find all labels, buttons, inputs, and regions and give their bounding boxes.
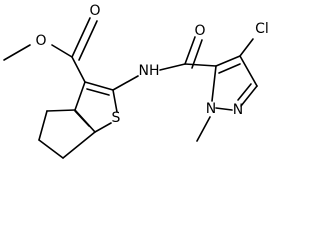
bond-c4-c3 — [239, 55, 258, 87]
atom-pyrazole-n2: N — [233, 102, 243, 118]
bond-c3a-c3 — [74, 81, 86, 111]
bond-c5-c4 — [215, 55, 241, 67]
bond-n2-n1 — [215, 107, 233, 111]
atom-labels: O O S NH O Cl N N — [35, 3, 268, 126]
bond-amide-c-o-2 — [191, 39, 203, 69]
bond-c2-s — [112, 89, 118, 113]
bond-ester-o-carbonyl-c — [51, 44, 73, 58]
bond-c5-c4-double — [218, 63, 241, 74]
atom-pyrazole-n1: N — [206, 101, 216, 117]
bond-c3-n2-double — [237, 83, 252, 101]
bond-c4-c5 — [38, 110, 48, 141]
bond-c5-c6 — [38, 139, 64, 159]
bond-n1-methyl — [196, 116, 211, 142]
bond-c3-c2 — [84, 81, 114, 91]
bond-carbonyl-c-o-1 — [71, 17, 91, 58]
bond-s-c7a — [94, 122, 112, 133]
atom-ester-o: O — [35, 33, 46, 49]
atom-ester-carbonyl-o: O — [89, 3, 100, 19]
chemical-structure: O O S NH O Cl N N — [3, 3, 269, 159]
bonds — [3, 17, 258, 159]
bond-c6-c7a — [62, 131, 96, 159]
bond-c4-cl — [239, 38, 254, 57]
bond-c3a-c4 — [46, 109, 76, 112]
atom-amide-nh: NH — [139, 63, 160, 79]
bond-c2-nh — [112, 75, 139, 91]
bond-c3-n2 — [240, 85, 258, 107]
bond-amide-c-pyrazole-c5 — [184, 63, 217, 67]
bond-nh-amide-c — [159, 63, 186, 71]
bond-c3-c2-double — [86, 88, 110, 96]
atom-thiophene-s: S — [112, 110, 121, 126]
atom-amide-o: O — [194, 23, 205, 39]
bond-c7a-c3a-double — [74, 110, 90, 127]
bond-amide-c-o-1 — [184, 36, 196, 65]
bond-n1-c5 — [211, 65, 217, 102]
bond-methyl-ester-o — [3, 44, 31, 61]
bond-carbonyl-c-c3 — [71, 56, 86, 83]
bond-carbonyl-c-o-2 — [78, 20, 98, 61]
atom-chlorine: Cl — [255, 21, 269, 37]
